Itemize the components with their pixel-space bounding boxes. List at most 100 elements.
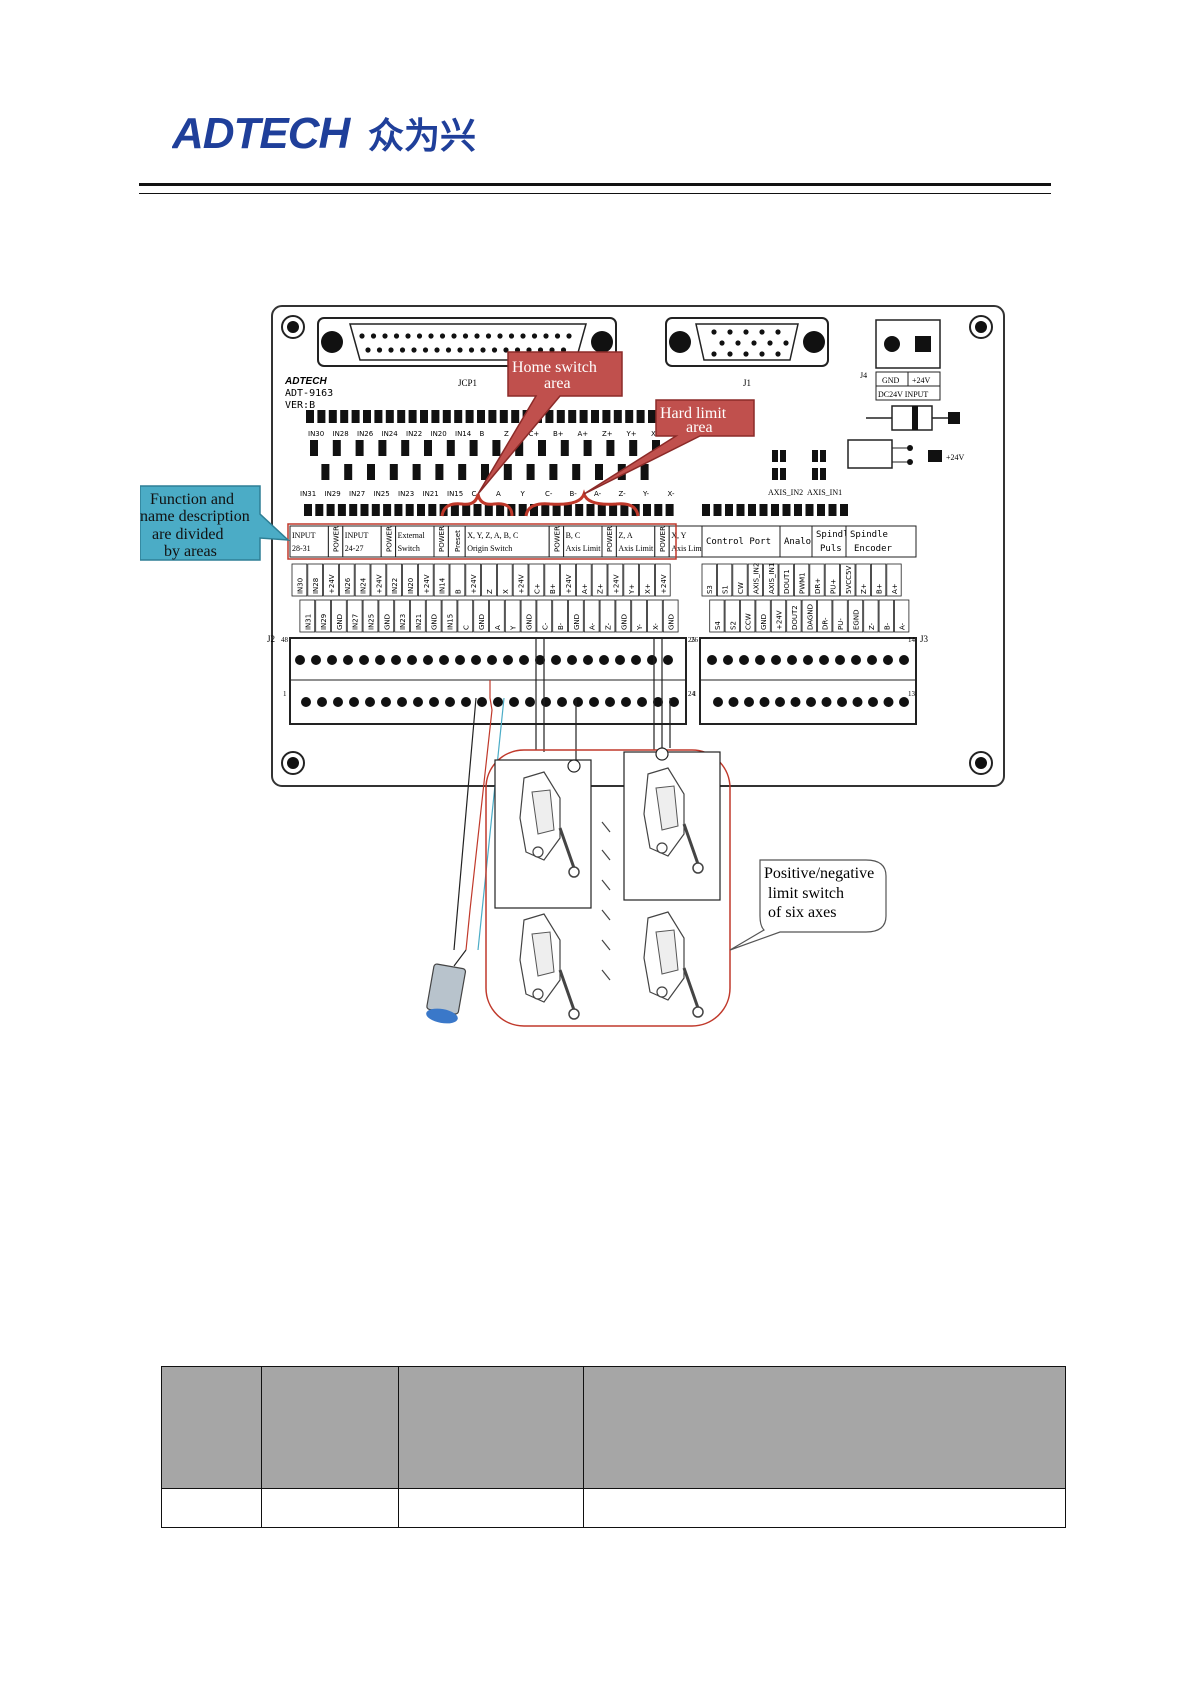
signal-label: S2: [729, 621, 737, 630]
signal-label: A-: [899, 622, 907, 630]
resistor: [344, 464, 353, 480]
j3-label: J3: [920, 634, 929, 644]
axis-in1-label: AXIS_IN1: [807, 488, 842, 497]
terminal-screw: [525, 697, 535, 707]
limit-switch-callout: Positive/negative limit switch of six ax…: [729, 859, 887, 951]
terminal-screw: [295, 655, 305, 665]
terminal-screw: [647, 655, 657, 665]
signal-label: IN27: [352, 614, 360, 630]
connector-pin: [491, 347, 498, 353]
resistor: [458, 464, 467, 480]
table-cell: [398, 1488, 584, 1528]
board-version: VER:B: [285, 400, 315, 411]
terminal-screw: [713, 697, 723, 707]
terminal-screw: [759, 697, 770, 707]
terminal-screw: [445, 697, 455, 707]
led-indicator: [304, 504, 312, 516]
signal-cell: [840, 563, 856, 597]
hard-limit-line1: Hard limit: [660, 405, 727, 422]
area-label-text: Spindle: [816, 530, 854, 540]
signal-label: AXIS_IN2: [752, 563, 760, 594]
terminal-screw: [365, 697, 375, 707]
terminal-screw: [349, 697, 359, 707]
connector-pin: [382, 333, 388, 339]
signal-cell: [481, 563, 497, 597]
signal-label: IN23: [399, 614, 407, 630]
resistor: [503, 464, 512, 480]
signal-label: Z-: [605, 622, 613, 630]
board-brand: ADTECH: [284, 376, 327, 387]
terminal-screw: [663, 655, 673, 665]
power-24v-label: +24V: [912, 376, 931, 385]
limit-switch-line3: of six axes: [768, 904, 836, 921]
area-label-box: [701, 525, 781, 558]
function-description-callout: Function and name description are divide…: [140, 485, 291, 561]
signal-label: +24V: [328, 574, 336, 594]
signal-cell: [291, 563, 308, 597]
signal-cell: [639, 563, 655, 597]
terminal-screw: [669, 697, 679, 707]
limit-switch-icon: [519, 771, 580, 878]
resistor: [629, 440, 638, 456]
led-indicator: [420, 410, 428, 423]
resistor: [378, 440, 387, 456]
signal-label: IN25: [368, 614, 376, 630]
connector-pin: [359, 333, 365, 339]
signal-label: +24V: [423, 574, 431, 594]
jcp1-label: JCP1: [458, 378, 477, 388]
bottom-row-label: B-: [570, 490, 578, 498]
signal-cell: [770, 599, 787, 633]
terminal-screw: [605, 697, 615, 707]
area-label-text: Z, A: [618, 531, 632, 540]
terminal-screw: [333, 697, 343, 707]
area-label-box: [845, 525, 917, 558]
signal-label: Y+: [628, 584, 636, 595]
led-indicator: [713, 504, 722, 516]
terminal-screw: [819, 655, 829, 665]
table-cell: [583, 1488, 1066, 1528]
top-row-label: X: [651, 430, 656, 438]
terminal-screw: [493, 697, 503, 707]
area-label-text: B, C: [566, 531, 581, 540]
table-row: [161, 1488, 1066, 1528]
led-indicator: [405, 504, 414, 516]
connector-pin: [759, 351, 765, 357]
top-row-label: IN24: [382, 430, 399, 438]
area-label-text: Preset: [454, 530, 462, 552]
signal-cell: [370, 563, 387, 597]
connector-pin: [543, 333, 549, 339]
terminal-screw: [837, 697, 847, 707]
terminal-screw: [899, 697, 909, 707]
signal-label: IN21: [415, 614, 423, 630]
led-indicator: [702, 504, 710, 516]
axis-in-jumpers: [772, 450, 826, 480]
signal-cell: [544, 563, 560, 597]
terminal-screw: [535, 655, 545, 665]
terminal-screw: [771, 655, 781, 665]
connector-pin: [370, 333, 377, 339]
led-indicator: [805, 504, 814, 516]
signal-label: +24V: [660, 574, 668, 594]
resistor: [583, 440, 592, 456]
led-indicator: [602, 410, 611, 423]
connector-pin: [508, 333, 515, 339]
signal-cell: [528, 563, 545, 597]
bottom-row-label: X-: [668, 490, 675, 498]
terminal-screw: [477, 697, 487, 707]
resistor: [367, 464, 375, 480]
led-indicator: [340, 410, 349, 423]
terminal-screw: [391, 655, 401, 665]
signal-label: IN26: [344, 577, 352, 594]
function-desc-line3: are divided: [152, 526, 224, 543]
signal-label: IN15: [447, 614, 455, 630]
signal-label: GND: [760, 614, 768, 630]
connector-pin: [520, 333, 526, 339]
led-indicator: [462, 504, 471, 516]
wiring: [453, 638, 671, 951]
terminal-screw: [653, 697, 663, 707]
mount-hole: [969, 315, 993, 339]
logo-cjk: 众为兴: [368, 116, 476, 157]
